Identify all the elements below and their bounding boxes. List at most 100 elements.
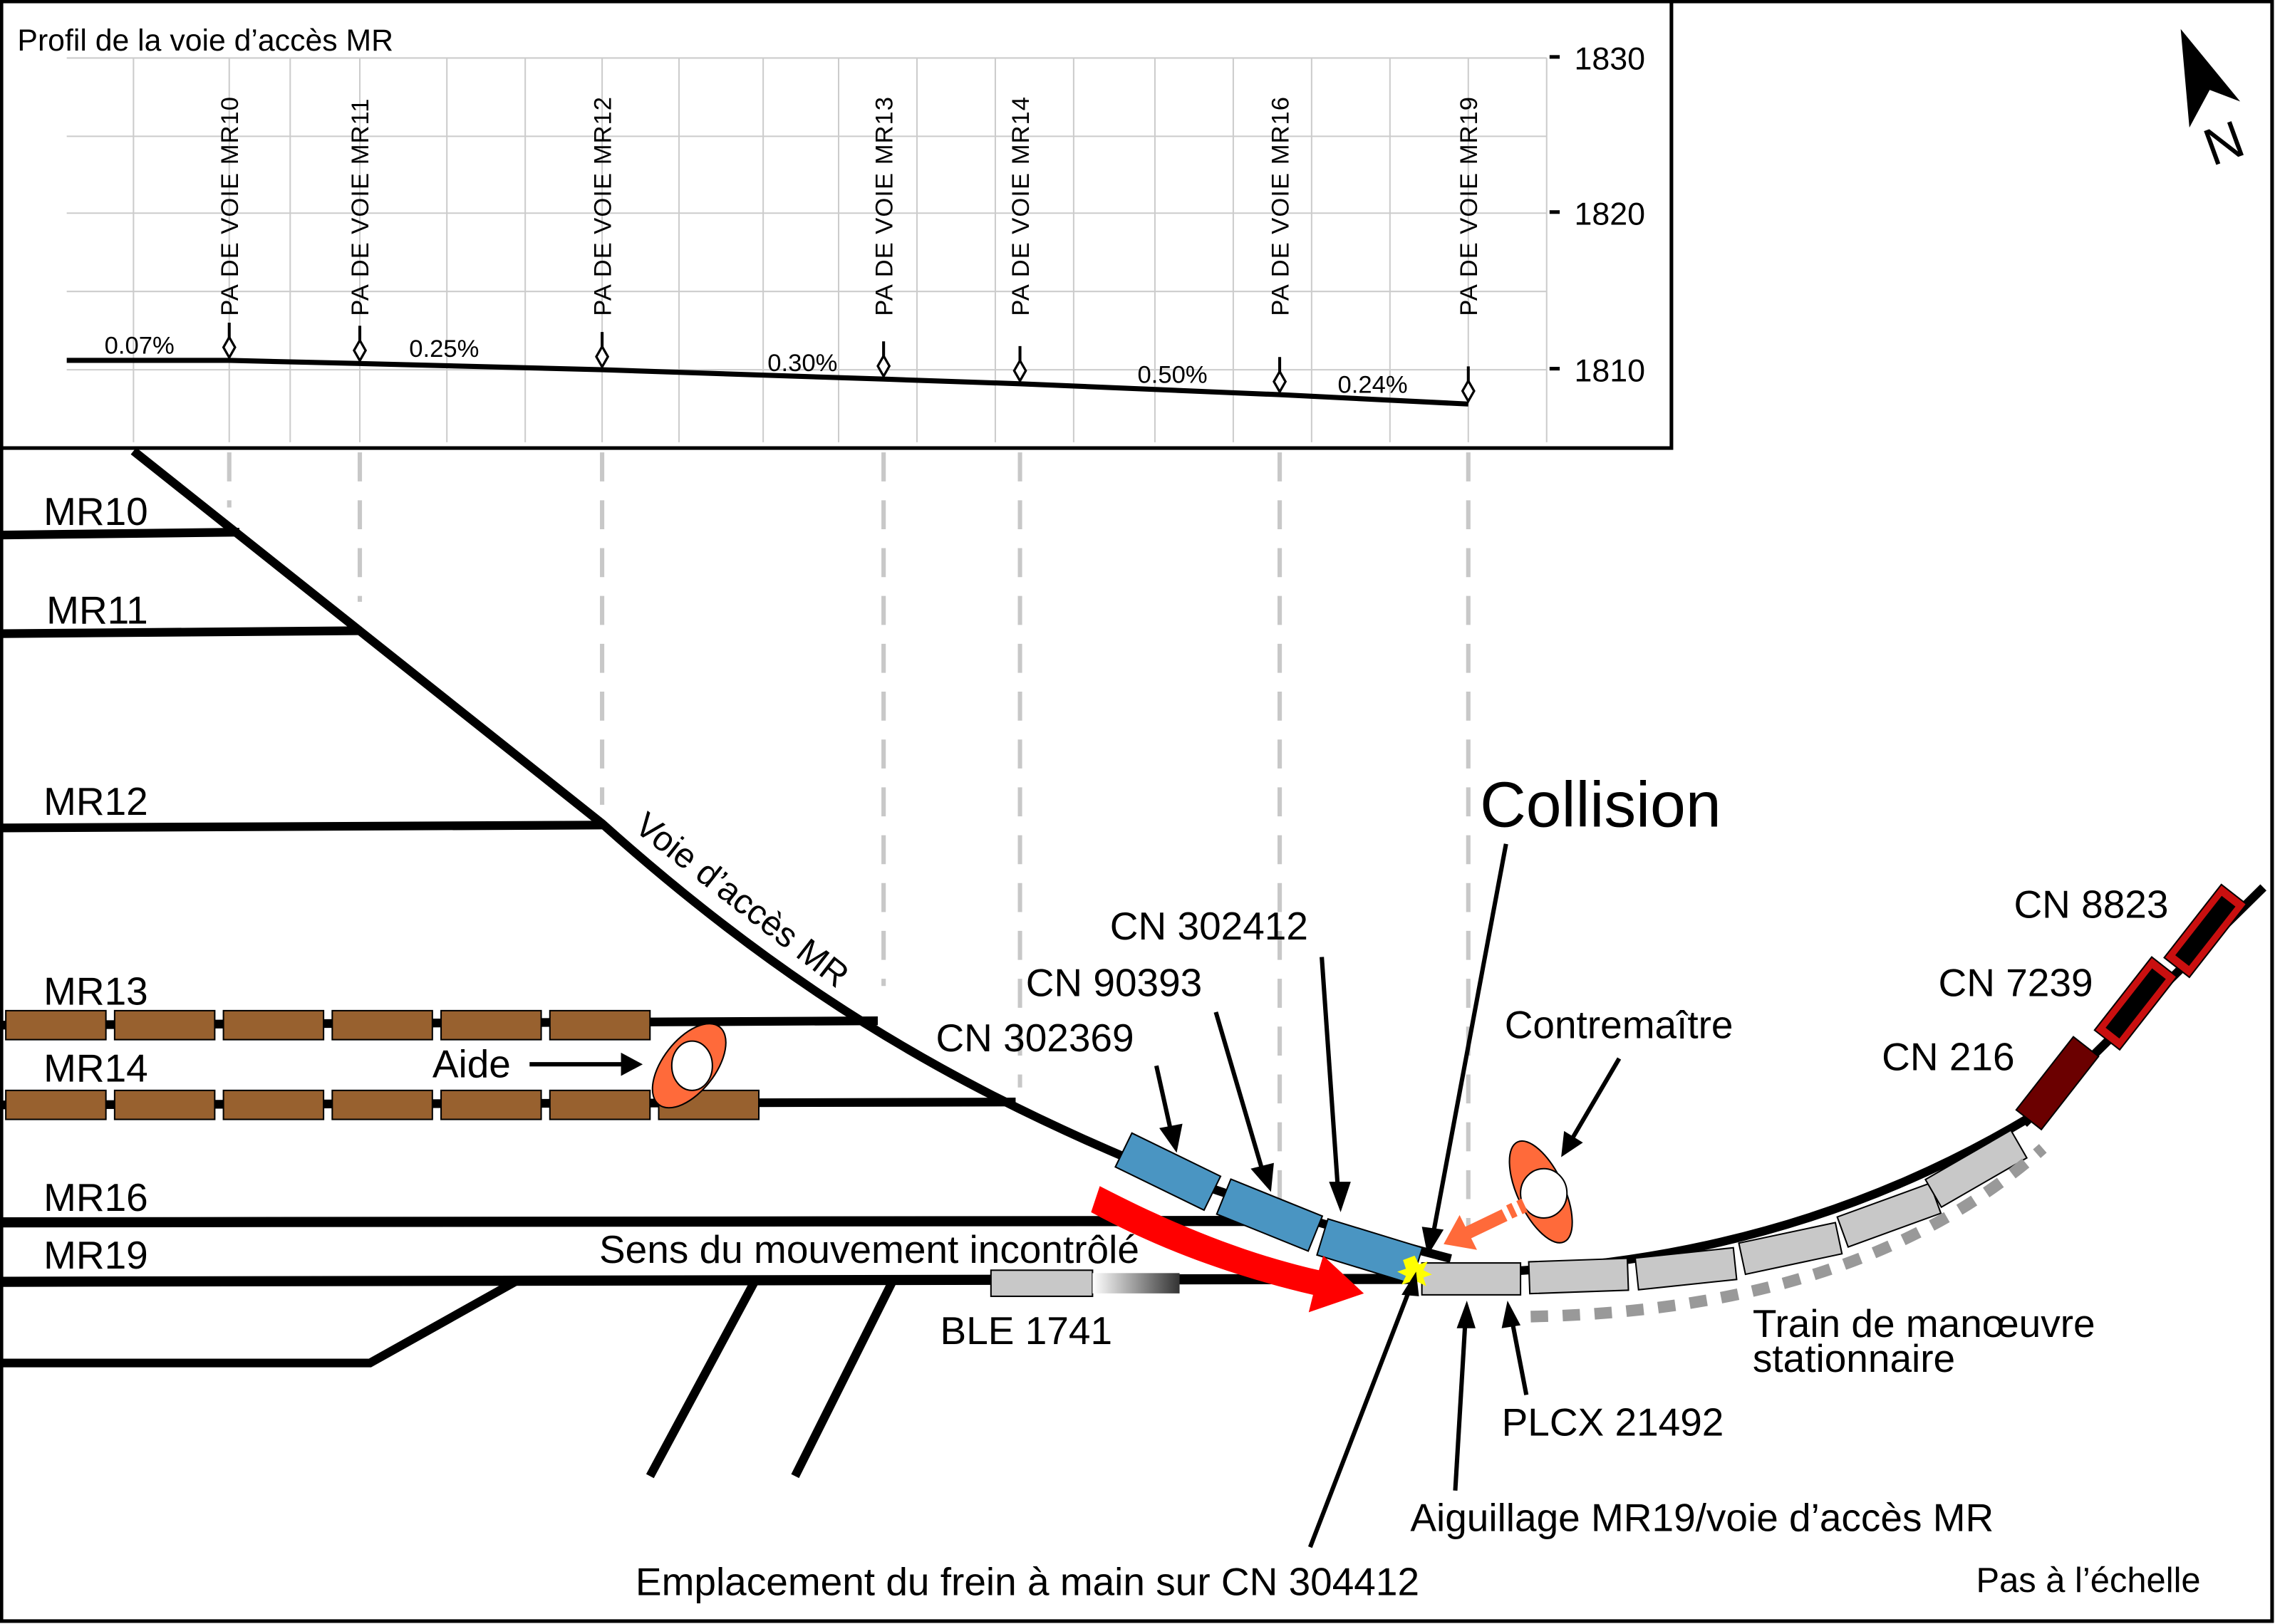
north-arrow-icon [2180,28,2241,128]
yard-car-mr13 [5,1009,107,1041]
y-tick-mark [1549,210,1560,214]
pointer-frein [1307,1286,1413,1548]
yard-car-mr14 [5,1089,107,1120]
car-ble1741-motion-trail [1092,1273,1180,1294]
switch-label: PA DE VOIE MR11 [347,98,374,316]
track-label-mr10: MR10 [43,489,148,533]
label-collision: Collision [1480,769,1721,840]
stationary-car [1528,1257,1629,1295]
grade-label: 0.07% [105,333,175,360]
stationary-train-extent [1530,1144,2047,1323]
switch-marker [595,332,610,370]
profile-elevation-line [66,358,1468,407]
arrowhead [1456,1301,1476,1328]
yard-car-mr13 [331,1009,433,1041]
track-spur [0,1278,517,1368]
arrowheads [1159,1123,1351,1212]
switch-label: PA DE VOIE MR13 [871,96,898,316]
grade-label: 0.50% [1138,361,1208,388]
yard-car-mr13 [113,1009,216,1041]
label-ble1741: BLE 1741 [940,1308,1113,1353]
runaway-cars [1114,1132,1424,1285]
switch-marker [222,323,237,360]
track-mr12 [0,821,603,833]
y-tick-label: 1820 [1574,197,1645,232]
car-cn90393 [1216,1178,1324,1252]
y-tick-mark [1549,367,1560,371]
label-not-to-scale: Pas à l’échelle [1976,1561,2201,1600]
label-contremaitre: Contremaître [1505,1003,1734,1047]
switch-marker [1012,345,1027,384]
stationary-train [1421,1129,2028,1296]
yard-cars [5,1009,760,1120]
pointer-contremaitre [1567,1057,1622,1144]
y-tick-label: 1810 [1574,353,1645,388]
label-sens-mouvement: Sens du mouvement incontrôlé [599,1227,1139,1271]
contremaitre-sightline-arrow [1444,1198,1528,1250]
profile-y-axis: 1830 1820 1810 [1549,41,1645,388]
yard-car-mr13 [549,1009,651,1041]
yard-car-mr13 [222,1009,325,1041]
profile-grid [66,57,1548,442]
switch-marker [876,341,891,379]
car-ble1741 [990,1269,1094,1297]
track-label-mr12: MR12 [43,779,148,823]
switch-label: PA DE VOIE MR19 [1456,96,1483,316]
stationary-car [1738,1222,1843,1276]
switch-marker [1273,357,1287,395]
track-label-mr19: MR19 [43,1233,148,1277]
label-frein: Emplacement du frein à main sur CN 30441… [636,1559,1419,1603]
pointer-plcx [1509,1318,1529,1395]
track-label-mr13: MR13 [43,969,148,1014]
stationary-car [1924,1129,2028,1209]
label-cn90393: CN 90393 [1026,961,1203,1005]
grade-label: 0.25% [409,335,479,363]
loco-cn8823 [2163,883,2248,979]
locomotives [2015,883,2248,1131]
arrowhead [1401,1271,1419,1296]
y-tick-label: 1830 [1574,41,1645,77]
loco-cn7239 [2093,956,2178,1051]
track-label-mr16: MR16 [43,1175,148,1219]
label-train-line2: stationnaire [1753,1336,1955,1380]
yard-car-mr14 [113,1089,216,1120]
label-cn302369: CN 302369 [936,1016,1134,1060]
label-cn8823: CN 8823 [2014,883,2168,927]
label-plcx: PLCX 21492 [1502,1400,1724,1444]
track-mr16 [0,1215,1263,1228]
arrow-aide [529,1052,643,1076]
yard-car-mr14 [549,1089,651,1120]
grade-label: 0.30% [767,350,837,377]
pointer-collision [1431,843,1508,1233]
person-contremaitre-icon [1508,1140,1573,1244]
label-cn216: CN 216 [1882,1034,2014,1078]
profile-guide-lines [227,452,1471,1262]
loco-cn216 [2015,1036,2100,1131]
label-train-line1: Train de manœuvre [1753,1301,2095,1345]
track-diverging [791,1279,896,1479]
car-cn302369 [1114,1132,1222,1212]
track-mr11 [0,626,359,638]
yard-car-mr14 [440,1089,542,1120]
track-label-mr14: MR14 [43,1046,148,1091]
switch-label: PA DE VOIE MR16 [1267,96,1294,316]
profile-inset: Profil de la voie d’accès MR 1830 1820 1… [0,0,1674,450]
label-cn7239: CN 7239 [1939,961,2093,1005]
track-mr10 [0,528,240,540]
car-pointer-arrows [1154,957,1340,1187]
yard-car-mr14 [222,1089,325,1120]
y-tick-mark [1549,55,1560,59]
stationary-car [1634,1246,1738,1291]
movement-direction-arrow [1091,1186,1364,1313]
pointer-cn302412 [1320,957,1340,1187]
track-mr19 [0,1274,1415,1287]
label-cn302412: CN 302412 [1110,904,1308,948]
pointer-cn302369 [1154,1065,1173,1132]
switch-label: PA DE VOIE MR10 [217,96,244,316]
switch-marker [352,326,368,363]
switch-label: PA DE VOIE MR12 [589,96,616,316]
person-aide-icon [651,1023,727,1109]
yard-car-mr13 [440,1009,542,1041]
collision-star-icon [1397,1255,1432,1291]
